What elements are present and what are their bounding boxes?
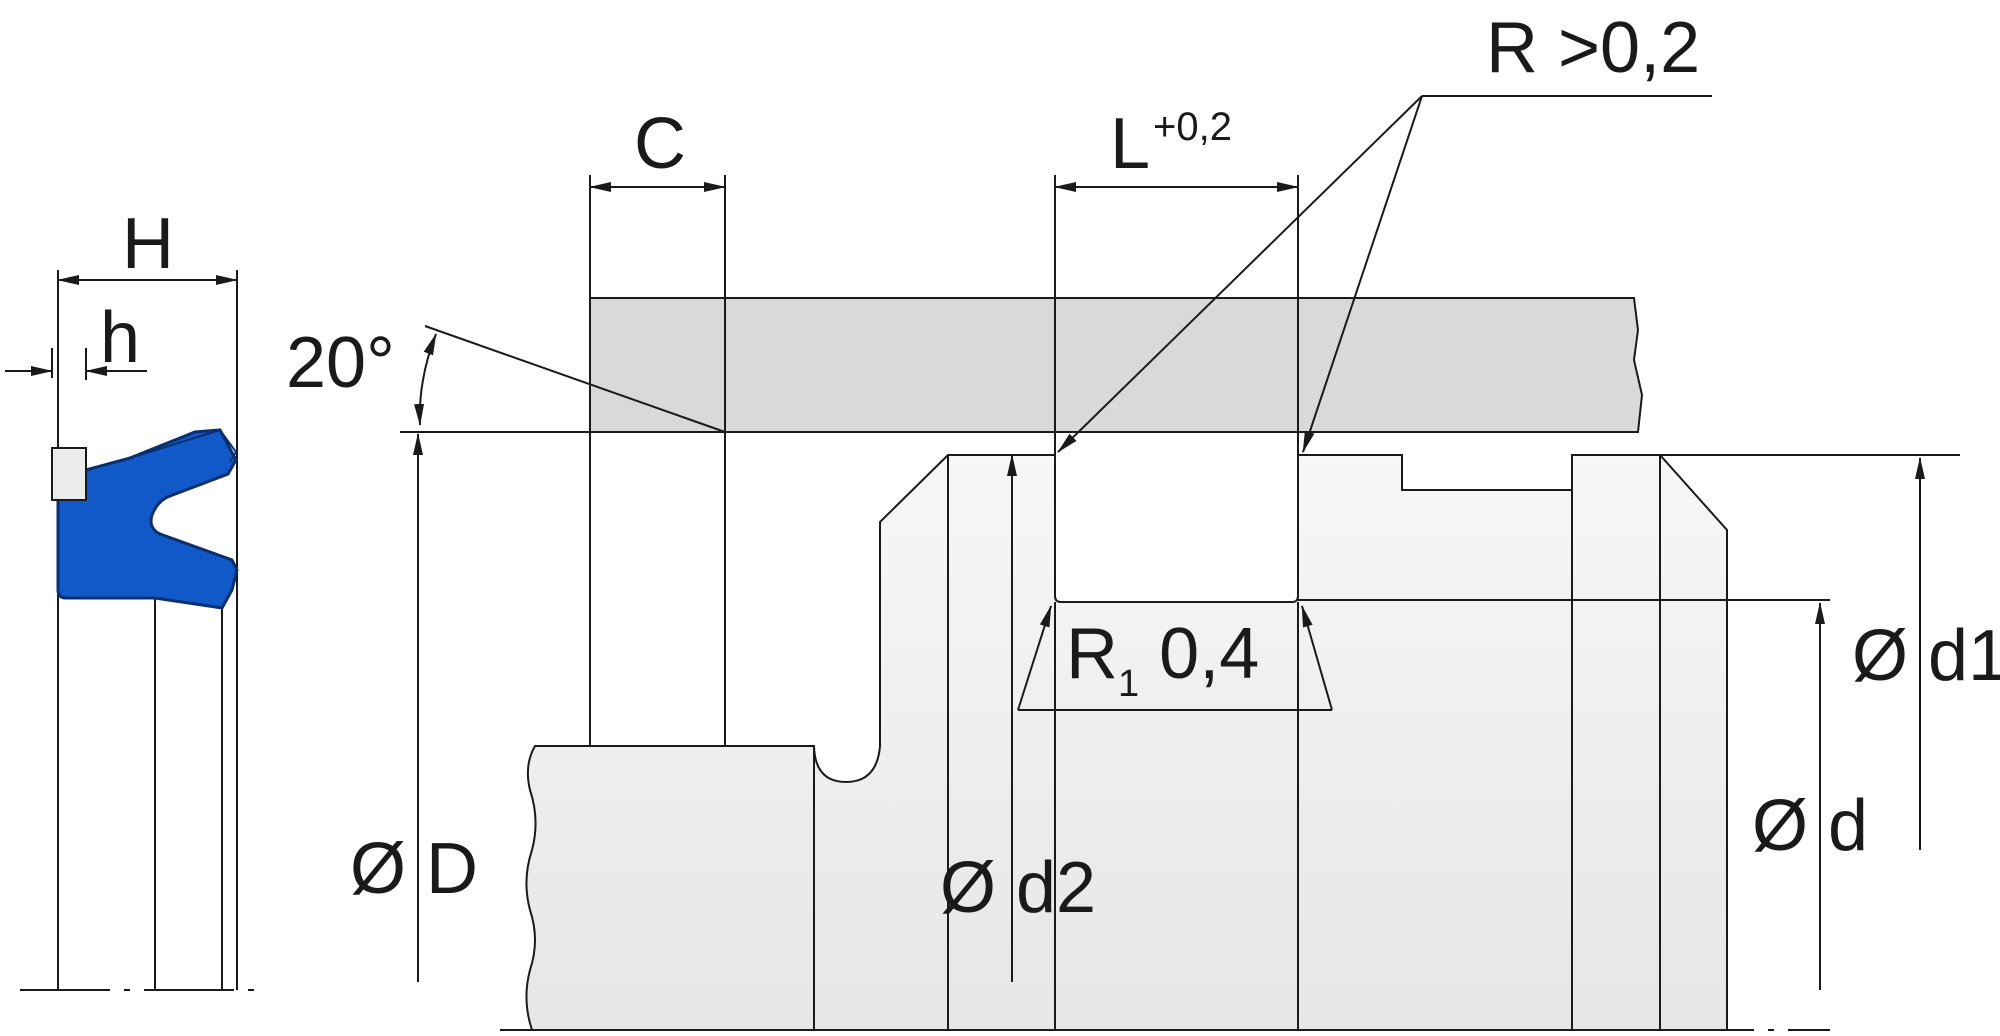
label-C: C (634, 104, 686, 184)
angle-20deg (400, 325, 726, 433)
part-edges (500, 454, 1960, 1031)
label-dia-d: Ø d (1752, 786, 1868, 866)
dimension-C (589, 175, 726, 746)
backup-ring (51, 447, 87, 501)
label-dia-d2: Ø d2 (940, 848, 1096, 928)
label-dia-D: Ø D (350, 829, 478, 909)
leader-R-gt (1057, 95, 1712, 453)
dimension-L (1054, 175, 1299, 455)
seal-profile-detail (20, 270, 255, 991)
housing-fill (589, 297, 1644, 433)
label-dia-d1: Ø d1 (1852, 616, 2000, 696)
label-R1: R1 0,4 (1066, 614, 1259, 705)
seal-lip-edge (129, 428, 238, 463)
seal-body (56, 428, 239, 610)
label-L-tolerance: +0,2 (1153, 105, 1232, 149)
label-L: L (1110, 104, 1150, 184)
rod-part (525, 454, 1728, 1031)
label-R-gt: R >0,2 (1486, 8, 1700, 88)
leader-R1 (1017, 605, 1333, 711)
label-angle: 20° (286, 323, 395, 403)
label-H: H (122, 204, 174, 284)
label-h: h (100, 298, 140, 378)
